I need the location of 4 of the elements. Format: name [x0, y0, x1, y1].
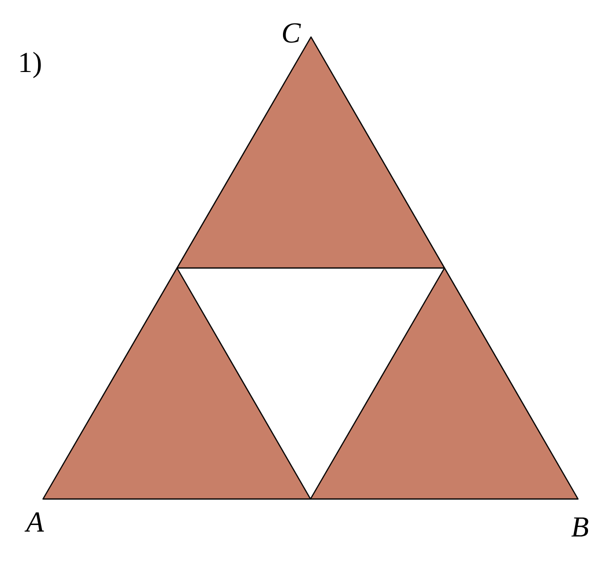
figure-number: 1) — [20, 52, 41, 78]
vertex-label: C — [282, 23, 301, 43]
vertex-label: B — [571, 517, 588, 537]
vertex-label: A — [24, 512, 44, 532]
